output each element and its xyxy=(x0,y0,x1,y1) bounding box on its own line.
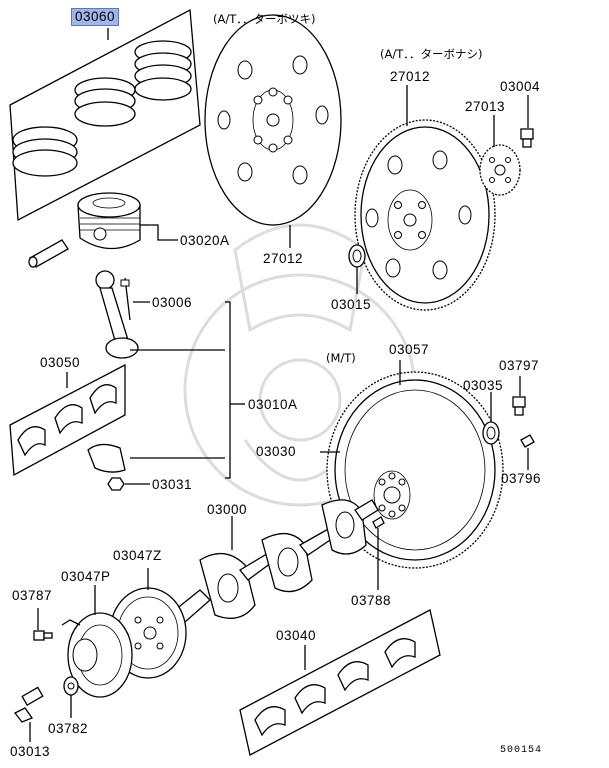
crank-bolt-washer[interactable] xyxy=(63,676,79,696)
part-label-03020a[interactable]: 03020A xyxy=(180,233,230,248)
part-label-03047p[interactable]: 03047P xyxy=(61,569,111,584)
part-label-03797[interactable]: 03797 xyxy=(499,358,540,373)
pulley-bolt[interactable] xyxy=(33,630,53,641)
dowel-pin-flywheel[interactable] xyxy=(520,434,535,448)
part-label-03013[interactable]: 03013 xyxy=(10,744,51,759)
part-label-03030[interactable]: 03030 xyxy=(256,444,297,459)
main-bearings-box[interactable] xyxy=(239,609,441,756)
pilot-bushing[interactable] xyxy=(348,244,366,268)
part-label-27012-top[interactable]: 27012 xyxy=(390,69,431,84)
piston[interactable] xyxy=(77,192,141,250)
caption-mt: (M/T) xyxy=(326,351,356,365)
part-label-03782[interactable]: 03782 xyxy=(48,721,89,736)
piston-pin[interactable] xyxy=(28,239,69,268)
flywheel-mt[interactable] xyxy=(326,371,504,569)
caption-at-turbo: (A/T．．ターボツキ) xyxy=(213,12,316,26)
flywheel-bolt-at[interactable] xyxy=(520,128,534,148)
part-label-03035[interactable]: 03035 xyxy=(463,378,504,393)
part-label-03031[interactable]: 03031 xyxy=(152,477,193,492)
part-label-03060[interactable]: 03060 xyxy=(70,8,120,26)
part-label-03000[interactable]: 03000 xyxy=(207,502,248,517)
part-label-03015[interactable]: 03015 xyxy=(331,297,372,312)
figure-number: 500154 xyxy=(500,745,543,756)
damper-pulley[interactable] xyxy=(67,612,133,698)
connecting-rod[interactable] xyxy=(95,270,139,359)
part-label-03057[interactable]: 03057 xyxy=(389,342,430,357)
dowel-pin-crank[interactable] xyxy=(372,516,385,529)
part-label-03050[interactable]: 03050 xyxy=(40,355,81,370)
rod-nut[interactable] xyxy=(107,477,125,491)
part-label-03004[interactable]: 03004 xyxy=(500,79,541,94)
piston-rings-box[interactable] xyxy=(9,8,201,222)
crank-bolt[interactable] xyxy=(14,686,44,723)
part-label-27013[interactable]: 27013 xyxy=(465,99,506,114)
part-label-03040[interactable]: 03040 xyxy=(276,628,317,643)
drive-plate-no-turbo[interactable] xyxy=(354,119,496,311)
crankshaft[interactable] xyxy=(174,499,379,623)
part-label-03010a[interactable]: 03010A xyxy=(248,397,298,412)
flywheel-bolt-mt[interactable] xyxy=(512,396,526,416)
rod-cap[interactable] xyxy=(87,443,126,473)
caption-at-no-turbo: (A/T．．ターボナシ) xyxy=(380,47,483,61)
pilot-bearing[interactable] xyxy=(482,421,500,445)
part-label-03006[interactable]: 03006 xyxy=(152,295,193,310)
adapter-plate[interactable] xyxy=(479,144,521,196)
part-label-03788[interactable]: 03788 xyxy=(351,593,392,608)
drive-plate-turbo[interactable] xyxy=(204,14,342,226)
part-label-03047z[interactable]: 03047Z xyxy=(113,548,162,563)
part-label-03787[interactable]: 03787 xyxy=(12,588,53,603)
part-label-03796[interactable]: 03796 xyxy=(501,471,542,486)
part-label-27012-left[interactable]: 27012 xyxy=(263,251,304,266)
rod-bearings-box[interactable] xyxy=(9,363,126,477)
